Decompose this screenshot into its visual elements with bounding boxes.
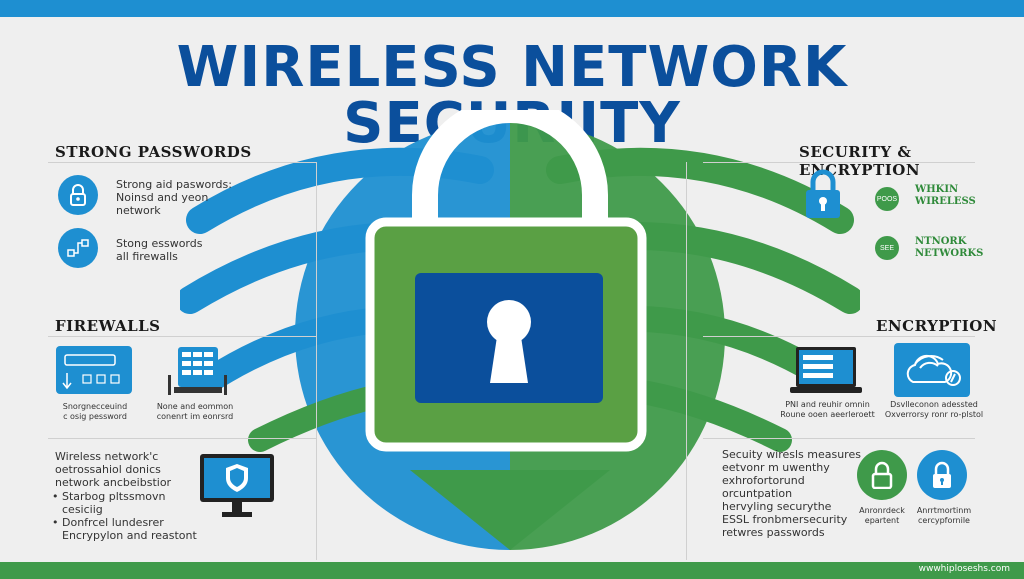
- cloud-wifi-icon: [893, 342, 971, 403]
- firewall-server-icon: [160, 345, 234, 402]
- padlock-icon: [857, 450, 907, 500]
- encryption-caption-1: PNI and reuhir omnin Roune ooen aeerlero…: [780, 400, 875, 419]
- security-intro: Secuity wiresls measures eetvonr m uwent…: [722, 448, 861, 500]
- firewall-caption-1: Snorgnecceuind c osig pessword: [62, 402, 128, 421]
- lock-caption-1: Anronrdeck epartent: [859, 506, 905, 525]
- strong-passwords-heading: STRONG PASSWORDS: [55, 143, 252, 161]
- central-padlock-graphic: [180, 110, 860, 550]
- laptop-icon: [790, 345, 862, 402]
- encryption-caption-2: Dsvlleconon adessted Oxverrorsy ronr ro-…: [884, 400, 984, 419]
- wireless-network-bullets: • Starbog pltssmovn cesiciig • Donfrcel …: [52, 490, 197, 542]
- divider: [703, 438, 975, 439]
- padlock-icon: [917, 450, 967, 500]
- footer-url: wwwhiploseshs.com: [918, 564, 1010, 574]
- firewall-caption-2: None and eommon conenrt im eonrsrd: [156, 402, 234, 421]
- strong-passwords-text-1: Strong aid paswords: Noinsd and yeon net…: [116, 178, 232, 217]
- divider: [48, 336, 316, 337]
- see-badge: SEE: [875, 236, 899, 260]
- lock-caption-2: Anrrtmortinm cercypfornile: [916, 506, 972, 525]
- router-icon: [55, 345, 133, 400]
- bottom-accent-bar: [0, 562, 1024, 579]
- encryption-heading: ENCRYPTION: [876, 317, 998, 335]
- firewalls-heading: FIREWALLS: [55, 317, 161, 335]
- poos-badge: POOS: [875, 187, 899, 211]
- security-lines: hervyling securythe ESSL fronbmersecurit…: [722, 500, 848, 539]
- network-icon: [58, 228, 98, 268]
- divider: [48, 438, 316, 439]
- divider: [686, 162, 687, 560]
- divider: [316, 162, 317, 560]
- divider: [703, 162, 975, 163]
- top-accent-bar: [0, 0, 1024, 17]
- monitor-shield-icon: [198, 452, 276, 527]
- wireless-network-intro: Wireless network'c oetrossahiol donics n…: [55, 450, 172, 489]
- padlock-icon: [804, 168, 842, 225]
- divider: [48, 162, 316, 163]
- padlock-icon: [58, 175, 98, 215]
- wireless-label: WHKIN WIRELESS: [915, 184, 976, 207]
- networks-label: NTNORK NETWORKS: [915, 236, 984, 259]
- divider: [703, 336, 975, 337]
- strong-passwords-text-2: Stong esswords all firewalls: [116, 237, 203, 263]
